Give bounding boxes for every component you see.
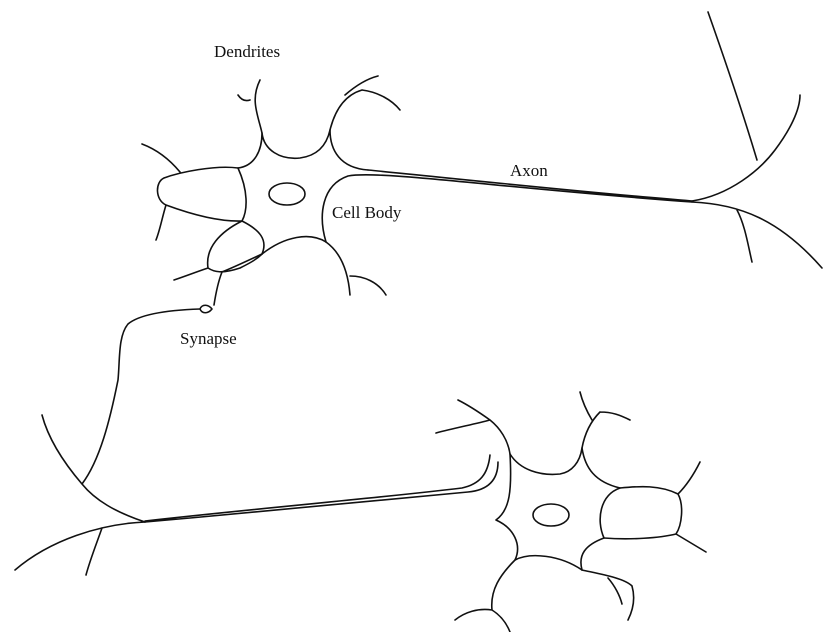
lower-axon-tail <box>15 522 145 575</box>
lower-cell-body <box>496 448 620 570</box>
lower-neuron <box>145 392 706 632</box>
upper-dendrite-top <box>238 76 400 133</box>
lower-dendrite-bottom <box>455 560 515 632</box>
axon-label: Axon <box>510 162 548 179</box>
upper-dendrite-bottom <box>214 242 386 305</box>
synapse-fiber <box>42 309 200 522</box>
upper-axon-terminal <box>692 12 822 268</box>
upper-cell-body <box>238 130 368 254</box>
cell-body-label: Cell Body <box>332 204 401 221</box>
lower-axon <box>145 455 498 522</box>
lower-nucleus <box>533 504 569 526</box>
synapse-label: Synapse <box>180 330 237 347</box>
dendrites-label: Dendrites <box>214 43 280 60</box>
lower-dendrite-right <box>582 462 706 620</box>
lower-dendrite-top <box>436 392 630 454</box>
upper-nucleus <box>269 183 305 205</box>
upper-dendrite-left <box>142 144 262 280</box>
synapse-knob <box>200 305 212 313</box>
